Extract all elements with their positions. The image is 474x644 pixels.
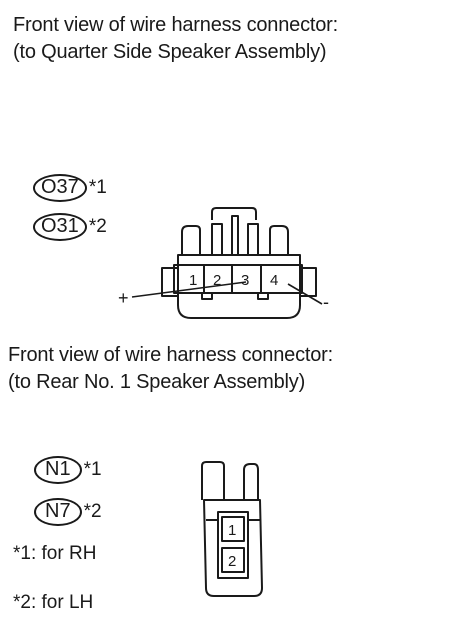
plus-label: +	[118, 288, 129, 308]
connector-code-o31-label: O31	[33, 213, 87, 241]
pin-label-2: 2	[213, 272, 221, 289]
note-rh: *1: for RH	[13, 543, 97, 564]
connector-code-o37-label: O37	[33, 174, 87, 202]
connector-code-o37-mark: *1	[88, 177, 107, 198]
connector-code-n1-label: N1	[34, 456, 82, 484]
quarter-speaker-connector-drawing	[161, 207, 317, 319]
rear-speaker-connector-drawing	[201, 461, 263, 597]
section2-title-line2: (to Rear No. 1 Speaker Assembly)	[8, 371, 306, 393]
connector-code-n7-label: N7	[34, 498, 82, 526]
connector-code-n7-mark: *2	[83, 501, 102, 522]
connector-code-n7: N7 *2	[34, 498, 102, 526]
section1-title-line1: Front view of wire harness connector:	[13, 14, 338, 36]
rear-pin-label-1: 1	[228, 522, 236, 539]
note-lh: *2: for LH	[13, 592, 94, 613]
connector-code-n1-mark: *1	[83, 459, 102, 480]
connector-code-o31: O31 *2	[33, 213, 107, 241]
minus-label: -	[323, 292, 329, 312]
section2-title-line1: Front view of wire harness connector:	[8, 344, 333, 366]
section1-title-line2: (to Quarter Side Speaker Assembly)	[13, 41, 327, 63]
pin-label-1: 1	[189, 272, 197, 289]
rear-pin-label-2: 2	[228, 553, 236, 570]
connector-code-o37: O37 *1	[33, 174, 107, 202]
pin-label-3: 3	[241, 272, 249, 289]
connector-code-n1: N1 *1	[34, 456, 102, 484]
pin-label-4: 4	[270, 272, 278, 289]
connector-code-o31-mark: *2	[88, 216, 107, 237]
